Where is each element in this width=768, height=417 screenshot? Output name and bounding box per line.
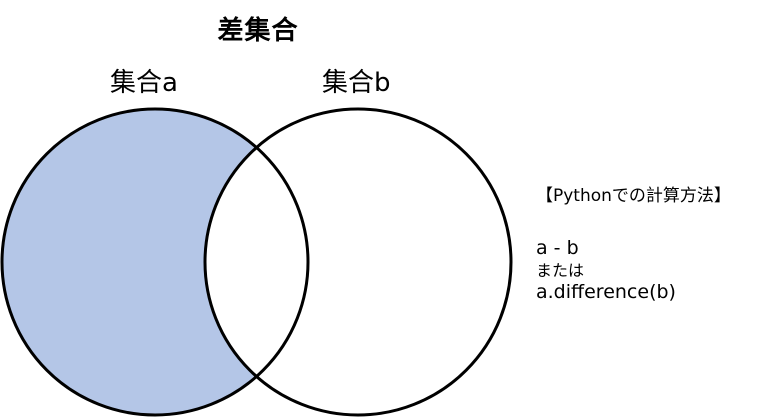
info-heading: 【Pythonでの計算方法】: [536, 186, 731, 206]
or-text: または: [536, 261, 585, 280]
python-method-info: 【Pythonでの計算方法】 a - b または a.difference(b): [536, 186, 764, 305]
method-expression: a.difference(b): [536, 281, 676, 303]
intersection-mask: [205, 109, 308, 415]
set-a-label: 集合a: [110, 68, 178, 98]
set-b-label: 集合b: [322, 68, 391, 98]
set-a-circle: [0, 107, 310, 417]
set-b-circle: [203, 107, 513, 417]
diagram-title: 差集合: [217, 16, 299, 46]
operator-expression: a - b: [536, 237, 579, 260]
